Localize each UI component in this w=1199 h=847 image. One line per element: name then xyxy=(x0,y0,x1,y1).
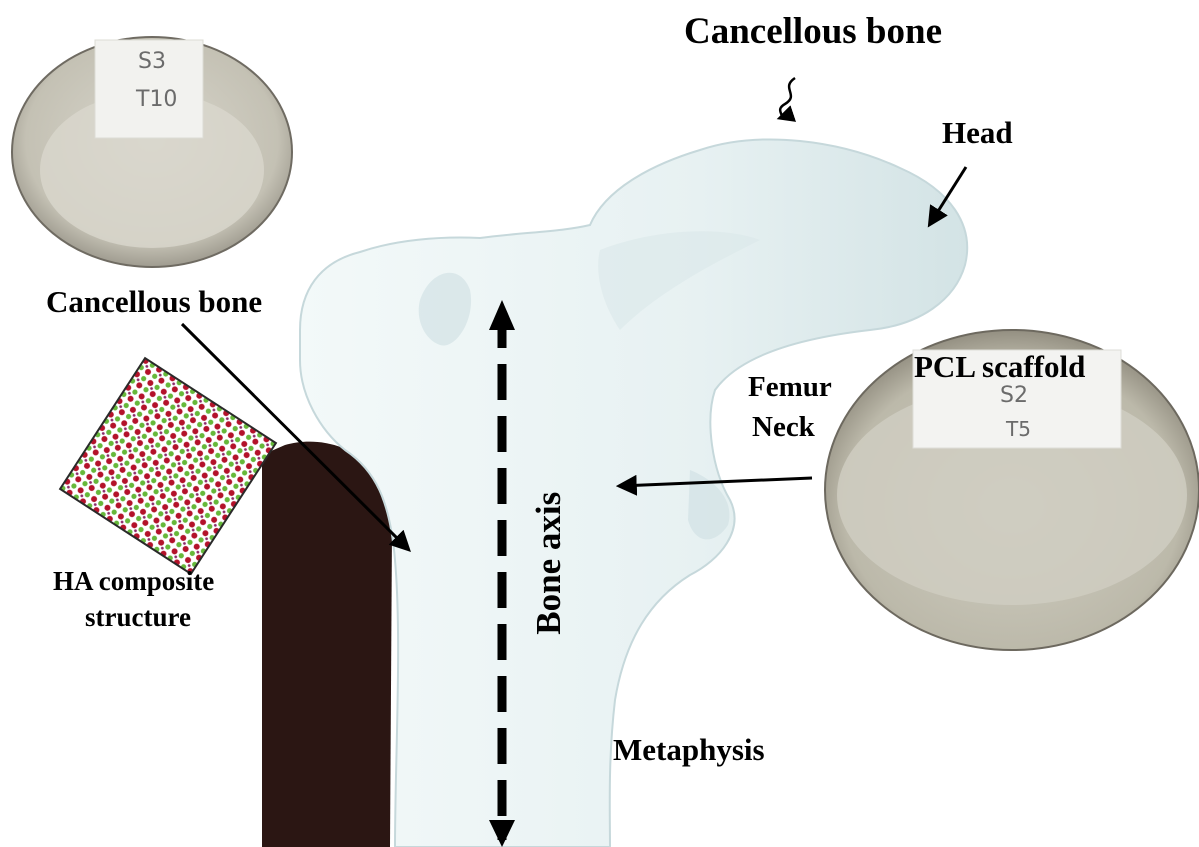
ha-lattice-group xyxy=(60,358,276,574)
label-cancellous-bone-left: Cancellous bone xyxy=(46,285,262,319)
label-head: Head xyxy=(942,116,1013,150)
card-top-left-line2: T10 xyxy=(136,88,177,112)
card-top-left-line1: S3 xyxy=(138,50,166,74)
squiggle-arrow xyxy=(780,78,795,118)
label-cancellous-bone-top: Cancellous bone xyxy=(684,12,942,53)
card-right-line1: S2 xyxy=(1000,384,1028,408)
label-metaphysis: Metaphysis xyxy=(613,733,765,767)
label-pcl-scaffold: PCL scaffold xyxy=(914,350,1085,384)
dark-background xyxy=(262,442,392,847)
ha-lattice xyxy=(60,358,276,574)
label-neck: Neck xyxy=(752,412,815,444)
label-femur: Femur xyxy=(748,372,832,404)
label-ha-structure: structure xyxy=(85,603,191,633)
label-bone-axis: Bone axis xyxy=(530,478,569,648)
card-right-line2: T5 xyxy=(1006,418,1031,440)
label-ha-composite: HA composite xyxy=(53,567,214,597)
